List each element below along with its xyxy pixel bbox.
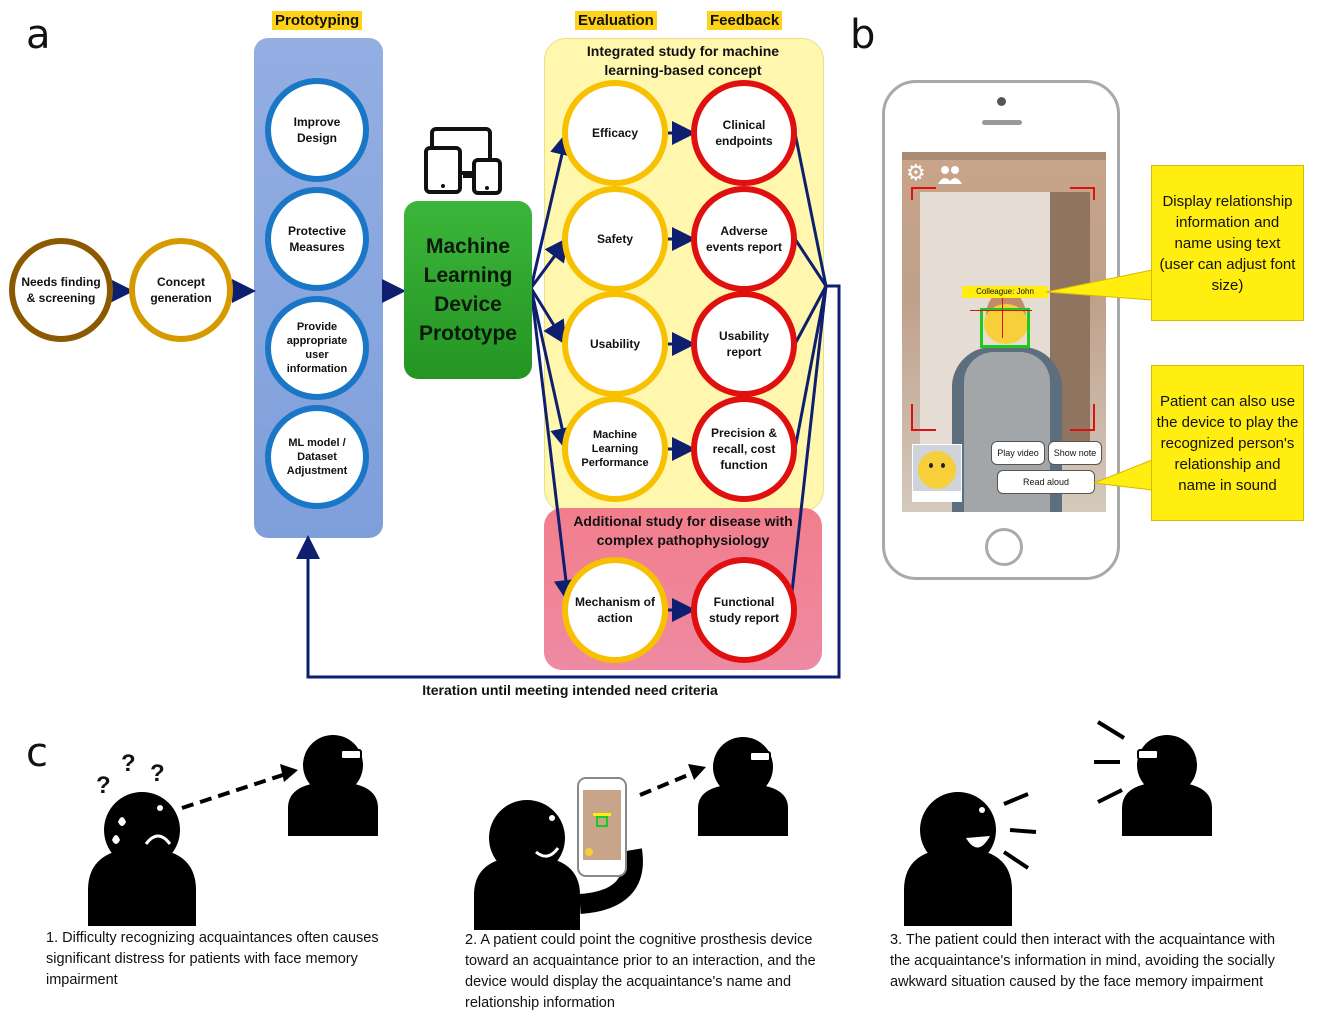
ml-performance-node: Machine Learning Performance (562, 396, 668, 502)
crosshair-h (970, 310, 1032, 311)
scene2-acquaintance (698, 737, 788, 836)
scene3-speech-lines (1002, 720, 1126, 870)
efficacy-node: Efficacy (562, 80, 668, 186)
face-thumbnail (912, 444, 962, 502)
usability-report-node: Usability report (691, 291, 797, 397)
user-information-node: Provide appropriate user information (265, 296, 369, 400)
improve-design-node: Improve Design (265, 78, 369, 182)
scene2-patient (474, 800, 643, 930)
usability-node: Usability (562, 291, 668, 397)
additional-study-title: Additional study for disease with comple… (573, 513, 793, 548)
prototyping-tag: Prototyping (272, 11, 363, 30)
arrow-device-mechanism (529, 287, 578, 604)
panel-label-a: a (26, 12, 51, 58)
caption-1: 1. Difficulty recognizing acquaintances … (46, 930, 379, 988)
converge-clinical (793, 132, 828, 287)
converge-adverse (793, 238, 828, 287)
caption-2: 2. A patient could point the cognitive p… (465, 932, 816, 1011)
device-icon (424, 127, 502, 195)
viewfinder-corners (911, 187, 1095, 431)
people-icon[interactable] (936, 164, 964, 186)
callout-display-info: Display relationship information and nam… (1151, 165, 1304, 321)
iteration-loop (296, 284, 841, 679)
arrow-device-safety (529, 237, 569, 289)
phone-home-button[interactable] (985, 528, 1023, 566)
concept-generation-node: Concept generation (129, 238, 233, 342)
integrated-study-title: Integrated study for machine learning-ba… (586, 43, 780, 78)
arrow-device-usability (529, 287, 567, 346)
question-mark-3: ? (150, 760, 165, 787)
phone-camera (997, 97, 1006, 106)
phone-speaker (982, 120, 1022, 125)
show-note-button[interactable]: Show note (1048, 441, 1102, 465)
scene1-patient (88, 792, 196, 926)
thumbnail-emoji (918, 451, 956, 489)
adverse-events-node: Adverse events report (691, 186, 797, 292)
read-aloud-button[interactable]: Read aloud (997, 470, 1095, 494)
arrow-device-ml-performance (529, 287, 574, 452)
precision-recall-node: Precision & recall, cost function (691, 396, 797, 502)
scene1-acquaintance (288, 735, 378, 836)
gear-icon[interactable]: ⚙ (906, 160, 926, 185)
name-tag: Colleague: John (962, 286, 1048, 298)
panel-label-c: c (26, 730, 48, 776)
feedback-tag: Feedback (707, 11, 783, 30)
scene1-gaze-arrow (181, 770, 293, 810)
face-detection-box (980, 308, 1030, 348)
status-bar (902, 152, 1106, 160)
protective-measures-node: Protective Measures (265, 187, 369, 291)
converge-usability (793, 285, 828, 345)
needs-finding-node: Needs finding & screening (9, 238, 113, 342)
scene2-phone (577, 777, 627, 877)
ml-device-label: Machine Learning Device Prototype (418, 235, 517, 345)
question-mark-1: ? (96, 772, 111, 799)
iteration-label: Iteration until meeting intended need cr… (422, 682, 718, 698)
converge-functional (788, 285, 828, 611)
callout-sound: Patient can also use the device to play … (1151, 365, 1304, 521)
scene3-patient (904, 792, 1012, 926)
mechanism-node: Mechanism of action (562, 557, 668, 663)
crosshair-v (1002, 298, 1003, 338)
question-mark-2: ? (121, 750, 136, 777)
scene2-gaze-arrow (639, 768, 701, 797)
play-video-button[interactable]: Play video (991, 441, 1045, 465)
ml-device-prototype: Machine Learning Device Prototype (404, 201, 532, 379)
converge-precision (793, 285, 828, 450)
thumbnail-eye-right (941, 463, 945, 468)
caption-3: 3. The patient could then interact with … (890, 932, 1276, 990)
evaluation-tag: Evaluation (575, 11, 657, 30)
thumbnail-eye-left (929, 463, 933, 468)
ml-model-adjustment-node: ML model / Dataset Adjustment (265, 405, 369, 509)
panel-label-b: b (850, 12, 876, 58)
thumbnail-label-strip (913, 491, 961, 501)
safety-node: Safety (562, 186, 668, 292)
scene3-acquaintance (1122, 735, 1212, 836)
arrow-device-efficacy (529, 131, 574, 289)
clinical-endpoints-node: Clinical endpoints (691, 80, 797, 186)
functional-study-node: Functional study report (691, 557, 797, 663)
